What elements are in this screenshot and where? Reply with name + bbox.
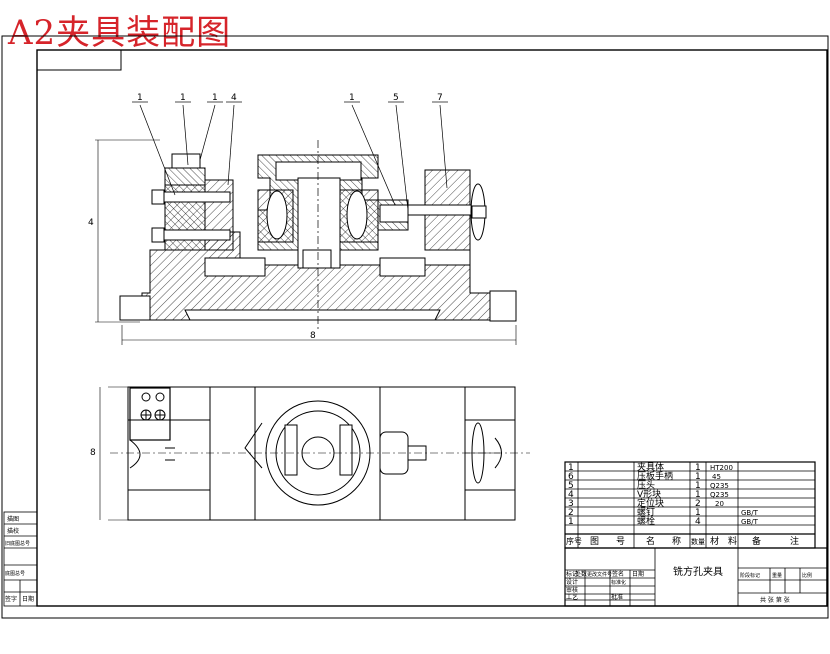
header-note: 备 xyxy=(752,535,761,547)
tb-label-0: 标记 xyxy=(566,570,578,578)
balloon-1d: 1 xyxy=(349,93,355,103)
header-material: 材 xyxy=(710,535,719,547)
balloon-5: 5 xyxy=(393,93,399,103)
tb-right-2: 比例 xyxy=(802,572,812,579)
strip-label-2: 描校 xyxy=(7,527,19,535)
part-no-7: 1 xyxy=(568,517,574,527)
part-no-2: 6 xyxy=(568,472,574,482)
balloon-1c: 1 xyxy=(212,93,218,103)
header-drawing: 图 xyxy=(590,536,599,547)
part-name-7: 螺栓 xyxy=(637,515,655,527)
tb-label-3: 更改文件号 xyxy=(587,571,612,578)
part-mat-5: 20 xyxy=(715,500,724,508)
tb-label-6: 设计 xyxy=(566,578,578,586)
left-strip-labels: 描图 描校 旧底图总号 底图总号 签字 日期 xyxy=(5,515,34,603)
parts-list-rows: 1 夹具体 1 HT200 6 压板手柄 1 45 5 压头 1 Q235 4 … xyxy=(566,461,799,547)
parts-list-grid xyxy=(564,461,816,549)
part-note-7: GB/T xyxy=(741,518,759,526)
inner-border xyxy=(36,49,828,607)
part-no-5: 3 xyxy=(568,499,574,509)
strip-label-3: 旧底图总号 xyxy=(5,540,30,547)
tb-label-1: 处数 xyxy=(575,570,587,578)
part-mat-2: 45 xyxy=(712,473,721,481)
sheet-title: A2夹具装配图 xyxy=(8,13,232,53)
part-qty-5: 2 xyxy=(695,499,701,509)
part-no-1: 1 xyxy=(568,463,574,473)
header-no: 序号 xyxy=(566,536,582,546)
tb-drawing-name: 铣方孔夹具 xyxy=(673,565,723,578)
header-name2: 称 xyxy=(672,535,681,547)
strip-label-4: 底图总号 xyxy=(5,570,25,577)
tb-label-10: 批准 xyxy=(611,593,623,601)
part-qty-3: 1 xyxy=(695,481,701,491)
tb-right-1: 重量 xyxy=(772,572,782,579)
header-qty: 数量 xyxy=(691,537,705,546)
tb-label-7: 标准化 xyxy=(611,579,626,586)
header-name: 名 xyxy=(646,535,655,547)
tb-label-5: 日期 xyxy=(632,570,644,578)
part-qty-1: 1 xyxy=(695,463,701,473)
part-name-6: 螺钉 xyxy=(637,507,655,518)
tb-right-0: 阶段标记 xyxy=(740,572,760,579)
title-block-labels: 标记 处数 更改文件号 签名 日期 设计 标准化 审核 工艺 批准 阶段标记 重… xyxy=(566,565,812,604)
dim-front-height: 4 xyxy=(88,218,94,228)
part-name-1: 夹具体 xyxy=(637,461,664,473)
top-view xyxy=(99,386,530,521)
part-no-4: 4 xyxy=(568,490,574,500)
strip-label-1: 描图 xyxy=(7,515,19,523)
part-qty-4: 1 xyxy=(695,490,701,500)
part-name-3: 压头 xyxy=(637,480,655,491)
part-qty-2: 1 xyxy=(695,472,701,482)
strip-label-5: 签字 xyxy=(5,595,17,603)
strip-label-6: 日期 xyxy=(22,595,34,603)
part-name-4: V形块 xyxy=(637,488,661,500)
part-mat-4: Q235 xyxy=(710,491,729,499)
tb-label-4: 签名 xyxy=(612,570,624,578)
balloon-1b: 1 xyxy=(180,93,186,103)
header-material2: 料 xyxy=(728,535,737,547)
front-view xyxy=(95,101,517,345)
header-note2: 注 xyxy=(790,535,799,547)
header-drawing2: 号 xyxy=(616,536,625,547)
part-mat-3: Q235 xyxy=(710,482,729,490)
part-note-6: GB/T xyxy=(741,509,759,517)
part-mat-1: HT200 xyxy=(710,464,733,472)
part-qty-6: 1 xyxy=(695,508,701,518)
dim-front-width: 8 xyxy=(310,331,316,341)
balloon-4: 4 xyxy=(231,93,237,103)
tb-label-8: 审核 xyxy=(566,586,578,594)
part-name-2: 压板手柄 xyxy=(637,470,673,482)
left-side-strip xyxy=(3,511,38,607)
tb-label-9: 工艺 xyxy=(566,593,578,601)
part-no-3: 5 xyxy=(568,481,574,491)
balloon-1a: 1 xyxy=(137,93,143,103)
part-no-6: 2 xyxy=(568,508,574,518)
balloon-7: 7 xyxy=(437,93,443,103)
dim-top-height: 8 xyxy=(90,448,96,458)
tb-sheet: 共 张 第 张 xyxy=(760,596,790,604)
title-block-grid xyxy=(564,547,828,607)
corner-code-box xyxy=(36,49,122,71)
balloon-labels: 1 1 1 4 1 5 7 4 8 8 xyxy=(88,93,443,458)
part-qty-7: 4 xyxy=(695,517,701,527)
outer-border xyxy=(1,35,829,619)
part-name-5: 定位块 xyxy=(637,497,664,509)
